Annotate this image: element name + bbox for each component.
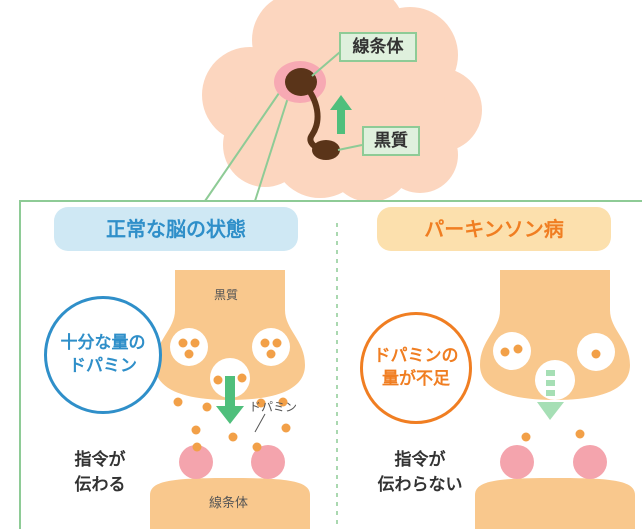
parkinson-title: パーキンソン病 <box>377 207 611 251</box>
normal-signal-line2: 伝わる <box>74 474 126 495</box>
substantia-nigra-blob <box>312 140 340 160</box>
parkinson-postsynaptic-neuron <box>475 478 635 529</box>
parkinson-receptor-left <box>500 445 534 479</box>
dopamine-leader <box>254 413 266 433</box>
sufficient-dopamine-line2: ドパミン <box>69 356 137 376</box>
normal-receptor-right <box>251 445 285 479</box>
normal-receptor-left <box>179 445 213 479</box>
normal-vesicle-right <box>252 328 290 366</box>
parkinson-release-arrow <box>537 370 564 420</box>
sufficient-dopamine-line1: 十分な量の <box>60 333 146 354</box>
insufficient-dopamine-line1: ドパミンの <box>373 346 459 367</box>
striatum-blob <box>285 68 317 96</box>
substantia-nigra-label: 黒質 <box>362 126 420 156</box>
zoom-line-right <box>254 84 293 202</box>
parkinson-vesicle-left <box>493 332 531 370</box>
normal-striatum-label: 線条体 <box>209 496 249 511</box>
normal-release-arrow <box>216 376 244 424</box>
normal-postsynaptic-neuron <box>150 478 310 529</box>
parkinson-signal-line1: 指令が <box>394 450 446 470</box>
dopamine-label: ドパミン <box>249 400 298 414</box>
normal-vesicle-left <box>170 328 208 366</box>
parkinson-signal-text: 指令が 伝わらない <box>355 448 485 497</box>
normal-dopamine-dots <box>173 397 291 452</box>
sufficient-dopamine-circle: 十分な量の ドパミン <box>44 296 162 414</box>
nigra-leader <box>337 144 363 151</box>
parkinson-receptor-right <box>573 445 607 479</box>
parkinson-signal-line2: 伝わらない <box>377 474 463 495</box>
insufficient-dopamine-line2: 量が不足 <box>382 369 450 389</box>
normal-signal-text: 指令が 伝わる <box>58 448 142 497</box>
striatum-label: 線条体 <box>339 32 417 62</box>
normal-nigra-label: 黒質 <box>214 288 239 302</box>
parkinson-dopamine-dots <box>521 429 585 442</box>
brain-up-arrow <box>330 95 352 134</box>
normal-presynaptic-neuron <box>155 270 305 400</box>
striatum-leader <box>311 51 341 77</box>
zoom-line-left <box>204 79 289 202</box>
parkinson-vesicle-right <box>577 333 615 371</box>
normal-state-title: 正常な脳の状態 <box>54 207 298 251</box>
normal-signal-line1: 指令が <box>74 450 126 470</box>
insufficient-dopamine-circle: ドパミンの 量が不足 <box>360 312 472 424</box>
